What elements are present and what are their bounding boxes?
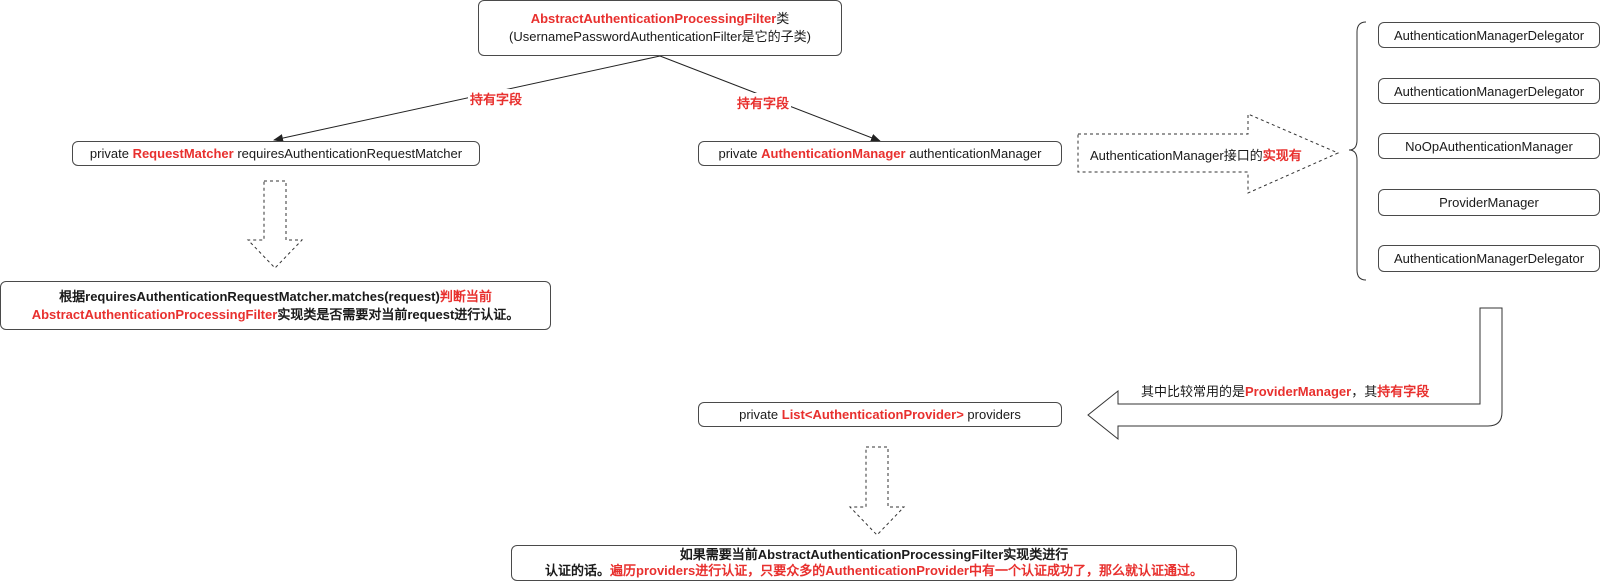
field-name: authenticationManager [909,146,1042,161]
field-type: List<AuthenticationProvider> [781,407,964,422]
result-text-suffix: 实现类是否需要对当前request进行认证。 [277,306,520,322]
impl-arrow-label: AuthenticationManager接口的实现有 [1090,145,1302,164]
down-arrow-bottom [848,446,906,536]
conclusion-text-red: 遍历providers进行认证，只要众多的AuthenticationProvi… [610,563,1203,578]
request-matcher-field-box: private RequestMatcher requiresAuthentic… [72,141,480,166]
impl-label: NoOpAuthenticationManager [1405,138,1573,154]
impl-label: AuthenticationManagerDelegator [1393,83,1585,99]
class-suffix: 类 [776,11,790,26]
provider-label-red-2: 持有字段 [1377,384,1430,399]
implementations-brace [1348,21,1367,281]
provider-label-red-1: ProviderManager [1245,384,1352,399]
field-modifier: private [739,407,779,422]
result-line-2: AbstractAuthenticationProcessingFilter实现… [32,306,520,324]
impl-label: ProviderManager [1439,195,1539,210]
provider-manager-label: 其中比较常用的是ProviderManager，其持有字段 [1141,381,1429,400]
request-matcher-result-box: 根据requiresAuthenticationRequestMatcher.m… [0,281,551,330]
impl-arrow-text: AuthenticationManager接口的 [1090,148,1263,163]
class-title: AbstractAuthenticationProcessingFilter类 [531,10,790,28]
impl-box-5: AuthenticationManagerDelegator [1378,245,1600,272]
edge-to-request-matcher [273,55,661,142]
impl-label: AuthenticationManagerDelegator [1393,251,1585,266]
providers-conclusion-box: 如果需要当前AbstractAuthenticationProcessingFi… [511,545,1237,581]
edge-label-right: 持有字段 [735,93,792,112]
authentication-manager-field-box: private AuthenticationManager authentica… [698,141,1062,166]
field-modifier: private [718,146,758,161]
impl-box-1: AuthenticationManagerDelegator [1378,22,1600,48]
impl-label: AuthenticationManagerDelegator [1393,27,1585,43]
provider-label-text-2: ，其 [1351,384,1378,399]
bent-arrow-to-providers [1087,307,1503,441]
conclusion-text-bold: 认证的话。 [545,563,611,578]
result-text-red-2: AbstractAuthenticationProcessingFilter [31,306,278,322]
field-modifier: private [89,146,129,161]
impl-right-arrow [1077,113,1340,194]
provider-label-text-1: 其中比较常用的是 [1141,384,1246,399]
field-type: RequestMatcher [132,146,234,161]
field-name: providers [967,407,1021,422]
class-subtitle: (UsernamePasswordAuthenticationFilter是它的… [509,29,811,44]
down-arrow-left [246,180,304,269]
result-line-1: 根据requiresAuthenticationRequestMatcher.m… [59,288,492,306]
conclusion-line-1: 如果需要当前AbstractAuthenticationProcessingFi… [679,547,1069,562]
impl-box-2: AuthenticationManagerDelegator [1378,78,1600,104]
impl-box-3: NoOpAuthenticationManager [1378,133,1600,159]
edge-label-left: 持有字段 [468,89,525,108]
result-text-red-1: 判断当前 [439,288,492,304]
field-name: requiresAuthenticationRequestMatcher [237,146,463,161]
class-name: AbstractAuthenticationProcessingFilter [530,11,777,26]
impl-box-4: ProviderManager [1378,189,1600,216]
abstract-filter-class-box: AbstractAuthenticationProcessingFilter类 … [478,0,842,56]
providers-field-box: private List<AuthenticationProvider> pro… [698,402,1062,427]
impl-arrow-text-red: 实现有 [1262,148,1302,163]
conclusion-line-2: 认证的话。遍历providers进行认证，只要众多的Authentication… [545,563,1203,579]
result-text-bold: 根据requiresAuthenticationRequestMatcher.m… [59,288,440,304]
field-type: AuthenticationManager [761,146,906,161]
